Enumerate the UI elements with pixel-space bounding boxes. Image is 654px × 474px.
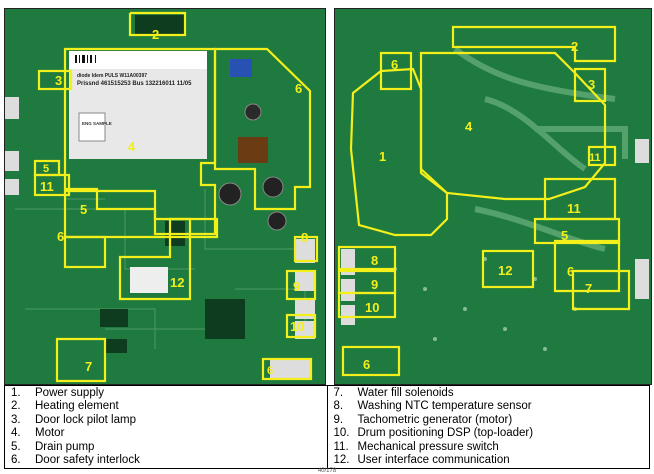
left-region-num: 6 [295, 81, 302, 96]
legend-item: 9.Tachometric generator (motor) [333, 413, 513, 426]
page-footer: 40/178 [317, 468, 337, 474]
right-region-num: 11 [567, 201, 581, 216]
legend-column-left: 1.Power supply 2.Heating element 3.Door … [5, 386, 327, 468]
copper-traces [453, 46, 628, 252]
legend-item: 6.Door safety interlock [11, 454, 140, 467]
right-region-num: 3 [588, 77, 595, 92]
right-region-num: 7 [585, 281, 592, 296]
right-board-photo: 2 3 6 4 1 11 11 5 6 7 12 8 9 10 6 [334, 8, 652, 385]
legend-item: 4.Motor [11, 427, 65, 440]
right-region-num: 11 [589, 152, 601, 164]
right-region-num: 2 [571, 39, 578, 54]
left-region-num: 4 [128, 139, 136, 154]
board-background [335, 9, 651, 384]
capacitors [218, 59, 287, 231]
left-region-num: 6 [57, 229, 64, 244]
legend-item: 3.Door lock pilot lamp [11, 413, 136, 426]
region-outlines [337, 25, 631, 377]
legend-item: 12.User interface communication [333, 454, 510, 467]
left-region-num: 7 [85, 359, 92, 374]
left-region-num: 2 [152, 27, 159, 42]
region-numbers: 2 3 4 6 5 11 5 6 8 12 9 10 7 6 [40, 27, 308, 377]
right-region-num: 1 [379, 149, 386, 164]
legend-item: 7.Water fill solenoids [333, 387, 454, 399]
connector-block [130, 267, 168, 293]
legend-item: 1.Power supply [11, 387, 105, 399]
right-region-num: 8 [371, 253, 378, 268]
left-region-num: 5 [43, 163, 49, 175]
right-region-num: 12 [498, 263, 512, 278]
left-region-num: 3 [55, 73, 62, 88]
left-region-num: 5 [80, 202, 87, 217]
right-region-num: 4 [465, 119, 473, 134]
right-region-num: 6 [363, 357, 370, 372]
sticker-barcode [75, 55, 96, 63]
eng-sample-tag [78, 112, 106, 142]
right-region-num: 6 [391, 57, 398, 72]
legend-item: 10.Drum positioning DSP (top-loader) [333, 427, 534, 440]
left-region-num: 11 [40, 179, 54, 194]
legend-item: 2.Heating element [11, 400, 119, 413]
legend-item: 11.Mechanical pressure switch [333, 440, 499, 453]
left-region-num: 8 [301, 230, 308, 245]
left-region-num: 9 [293, 279, 300, 294]
left-region-num: 6 [267, 365, 273, 377]
region-numbers: 2 3 6 4 1 11 11 5 6 7 12 8 9 10 6 [363, 39, 601, 372]
left-region-num: 10 [290, 319, 304, 334]
legend-item: 5.Drain pump [11, 440, 95, 453]
right-region-num: 10 [365, 300, 379, 315]
right-region-num: 5 [561, 228, 568, 243]
edge-connectors [341, 139, 649, 325]
legend-column-right: 7.Water fill solenoids 8.Washing NTC tem… [326, 386, 650, 468]
right-region-num: 9 [371, 277, 378, 292]
legend-table: 1.Power supply 2.Heating element 3.Door … [4, 385, 650, 469]
sticker-line-2: Prissnd 461515253 Bus 132216011 11/05 [77, 81, 192, 87]
region-outlines [33, 11, 319, 383]
left-region-num: 12 [170, 275, 184, 290]
eng-sample-label: ENG SAMPLE [82, 121, 112, 126]
legend-item: 8.Washing NTC temperature sensor [333, 400, 532, 413]
left-board-photo: diode Idem PULS W11A00397 Prissnd 461515… [4, 8, 326, 385]
sticker-line-1: diode Idem PULS W11A00397 [77, 73, 147, 79]
right-region-num: 6 [567, 264, 574, 279]
